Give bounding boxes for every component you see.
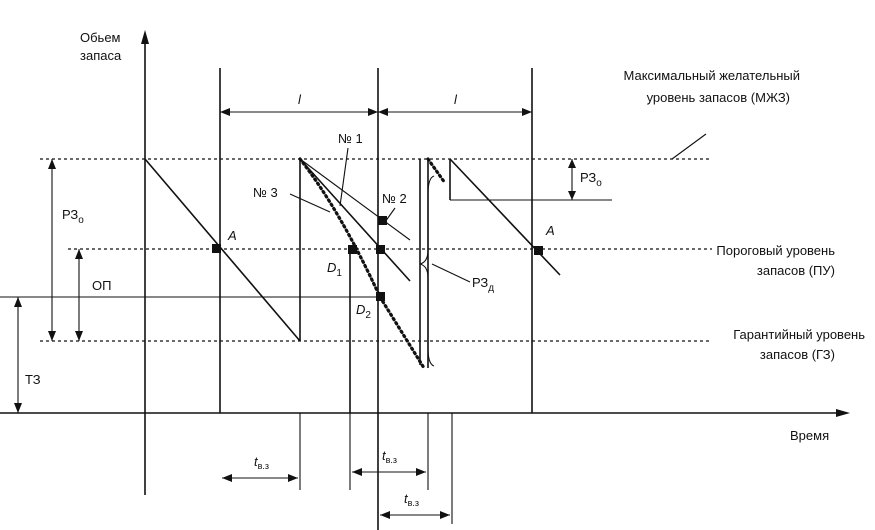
x-axis-arrow (836, 409, 850, 417)
tvz-2-arrow-right (416, 468, 426, 476)
op-arrow-top (75, 249, 83, 259)
gz-label-line1: Гарантийный уровень (733, 327, 865, 342)
interval-1-arrow-left (220, 108, 230, 116)
tvz-2-label: tв.з (382, 448, 397, 465)
x-axis-label: Время (790, 428, 829, 443)
point-d1-label: D1 (327, 260, 342, 279)
rzo-right-label: РЗо (580, 170, 602, 189)
point-a1-marker (212, 244, 221, 253)
scenario-3-dotted-tail (426, 157, 447, 185)
tvz-1-arrow-right (288, 474, 298, 482)
tvz-1-arrow-left (222, 474, 232, 482)
rzd-label: РЗд (472, 275, 494, 294)
rzo-right-arrow-bottom (568, 191, 576, 200)
op-arrow-bottom (75, 331, 83, 341)
rzo-left-arrow-top (48, 159, 56, 169)
tvz-3-arrow-right (440, 511, 450, 519)
point-d2-marker (376, 292, 385, 301)
mzh-label-line1: Максимальный желательный (624, 68, 801, 83)
scenario-3-dotted-line (298, 157, 426, 370)
interval-1-arrow-right (368, 108, 378, 116)
point-d2-label: D2 (356, 302, 371, 321)
tz-label: ТЗ (25, 372, 41, 387)
n1-leader-line (339, 147, 349, 207)
point-a2-marker (534, 246, 543, 255)
y-axis-label-line1: Обьем (80, 30, 121, 45)
interval-2-arrow-left (378, 108, 388, 116)
scenario-1-thin-line (299, 158, 411, 241)
rzo-left-arrow-bottom (48, 331, 56, 341)
tvz-1-label: tв.з (254, 454, 269, 471)
rzo-right-arrow-top (568, 159, 576, 168)
gz-label-line2: запасов (ГЗ) (760, 347, 835, 362)
tvz-3-arrow-left (380, 511, 390, 519)
y-axis-arrow (141, 30, 149, 44)
scenario-1-label: № 1 (338, 131, 363, 146)
scenario-2-label: № 2 (382, 191, 407, 206)
point-d1-marker (348, 245, 357, 254)
mzh-leader-line (671, 133, 707, 160)
scenario-3-label: № 3 (253, 185, 278, 200)
y-axis-label-line2: запаса (80, 48, 122, 63)
rzo-left-label: РЗо (62, 207, 84, 226)
point-a2-label: A (545, 223, 555, 238)
tz-arrow-bottom (14, 403, 22, 413)
tz-arrow-top (14, 297, 22, 307)
consumption-line-3 (449, 158, 561, 276)
op-label: ОП (92, 278, 111, 293)
consumption-line-1 (144, 158, 301, 342)
interval-2-arrow-right (522, 108, 532, 116)
pu-label-line1: Пороговый уровень (716, 243, 835, 258)
tvz-3-label: tв.з (404, 491, 419, 508)
pu-label-line2: запасов (ПУ) (757, 263, 835, 278)
point-d1b-marker (376, 245, 385, 254)
rzd-leader-line (431, 263, 471, 283)
consumption-line-2 (299, 158, 411, 282)
rzd-brace (419, 175, 435, 367)
interval-2-label: l (454, 92, 458, 107)
interval-1-label: l (298, 92, 302, 107)
n3-leader-line (289, 193, 331, 213)
point-n2-marker (378, 216, 387, 225)
tvz-2-arrow-left (352, 468, 362, 476)
point-a1-label: A (227, 228, 237, 243)
mzh-label-line2: уровень запасов (МЖЗ) (647, 90, 790, 105)
